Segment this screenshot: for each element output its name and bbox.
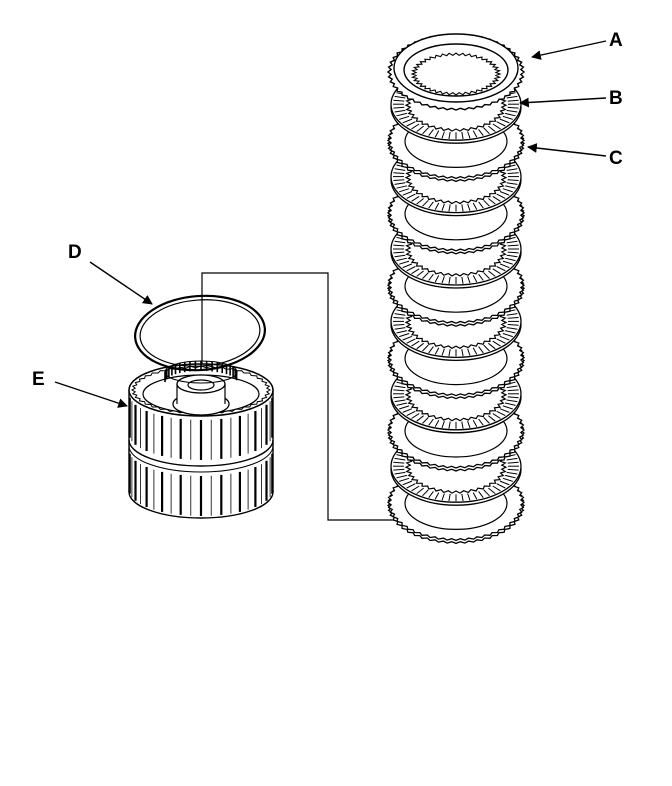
leader-d <box>89 261 153 305</box>
leader-c <box>527 143 607 157</box>
o-ring <box>134 294 266 372</box>
leader-e <box>54 381 128 408</box>
leader-a <box>531 40 607 60</box>
callout-c: C <box>609 148 623 169</box>
callout-e: E <box>32 369 45 390</box>
clutch-drum <box>128 360 274 519</box>
plate-stack <box>386 33 526 545</box>
callout-a: A <box>609 30 623 51</box>
end-plate <box>386 33 526 111</box>
leader-b <box>519 97 607 108</box>
callout-b: B <box>609 88 623 109</box>
callout-d: D <box>68 242 82 263</box>
drum-spline-slots <box>128 397 274 516</box>
